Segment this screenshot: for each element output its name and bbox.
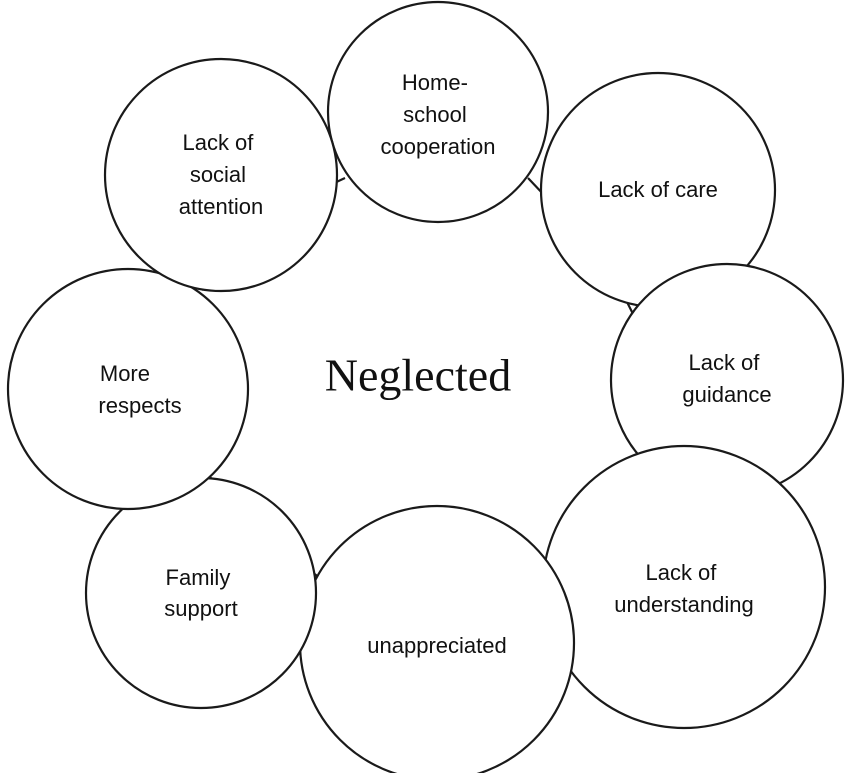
node-circle xyxy=(6,267,250,511)
node-label: Lack of care xyxy=(598,177,718,202)
node-home-school-cooperation: Home- school cooperation xyxy=(326,0,550,224)
node-circle xyxy=(103,57,339,293)
node-family-support: Family support xyxy=(84,476,318,710)
node-label-line: Lack of xyxy=(645,560,717,585)
node-label: More respects xyxy=(98,361,181,418)
node-circle xyxy=(84,476,318,710)
node-label-line: Family xyxy=(166,565,231,590)
node-label-line: attention xyxy=(179,194,263,219)
node-label: Home- school cooperation xyxy=(381,70,496,159)
node-unappreciated: unappreciated xyxy=(298,504,576,773)
node-label: Family support xyxy=(164,565,237,621)
node-label: Lack of understanding xyxy=(614,560,753,617)
node-label-line: Lack of care xyxy=(598,177,718,202)
node-more-respects: More respects xyxy=(6,267,250,511)
node-label-line: More xyxy=(100,361,150,386)
node-lack-of-social-attention: Lack of social attention xyxy=(103,57,339,293)
node-label-line: school xyxy=(403,102,467,127)
node-label-line: respects xyxy=(98,393,181,418)
node-label: Lack of guidance xyxy=(682,350,771,407)
node-label-line: cooperation xyxy=(381,134,496,159)
node-label-line: social xyxy=(190,162,246,187)
node-label-line: Lack of xyxy=(688,350,760,375)
node-circle xyxy=(541,444,827,730)
node-label-line: support xyxy=(164,596,237,621)
node-label-line: unappreciated xyxy=(367,633,506,658)
node-label: Lack of social attention xyxy=(179,130,263,219)
node-lack-of-understanding: Lack of understanding xyxy=(541,444,827,730)
node-label-line: Lack of xyxy=(182,130,254,155)
node-label-line: Home- xyxy=(402,70,468,95)
center-label: Neglected xyxy=(325,350,511,401)
node-label-line: understanding xyxy=(614,592,753,617)
node-label: unappreciated xyxy=(367,633,506,658)
node-circle xyxy=(326,0,550,224)
node-label-line: guidance xyxy=(682,382,771,407)
